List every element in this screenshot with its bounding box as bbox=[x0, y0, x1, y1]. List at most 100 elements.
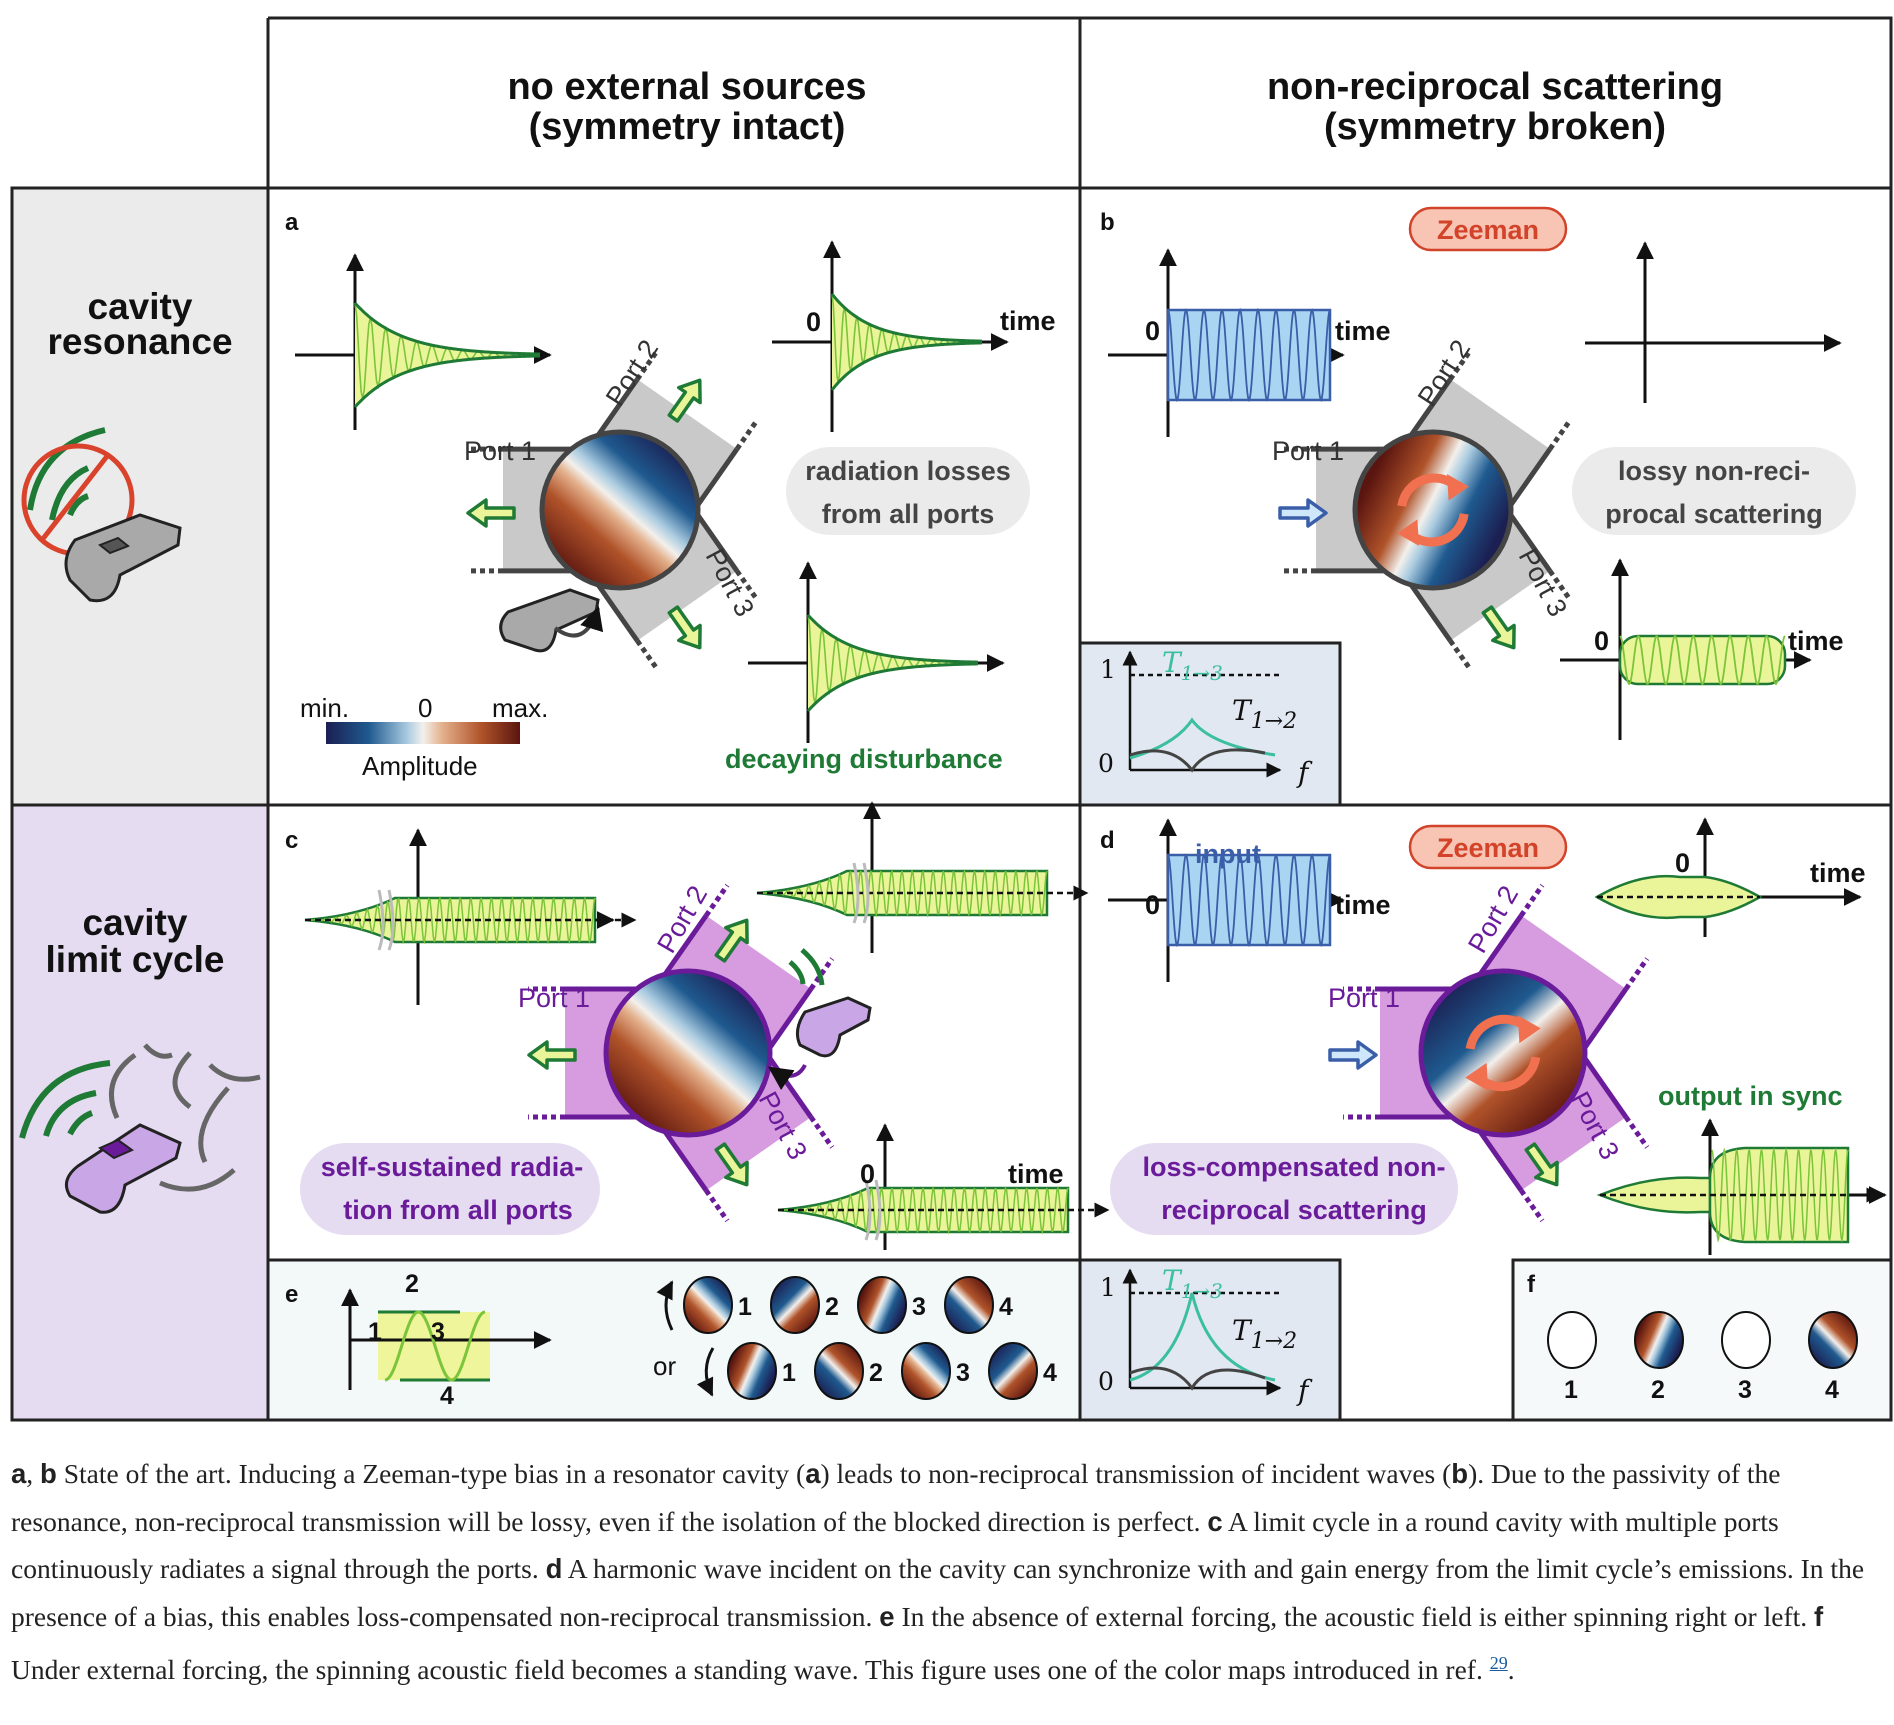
spin-cw-arrow-icon bbox=[696, 1347, 715, 1397]
waveguide-wall bbox=[661, 914, 709, 978]
diagram-drawing bbox=[295, 240, 1887, 1396]
panel-a-decay-top bbox=[830, 293, 983, 391]
standing-frame-3 bbox=[1721, 1311, 1771, 1369]
caption-sep: , bbox=[26, 1458, 41, 1489]
panel-d-input-zero: 0 bbox=[1145, 890, 1160, 920]
panel-a-bubble-line2: from all ports bbox=[822, 499, 995, 529]
panel-e-phase-plot bbox=[341, 1288, 552, 1390]
sound-wave-icon bbox=[800, 948, 825, 986]
caption-label-b: b bbox=[40, 1458, 57, 1489]
panel-e-phase-2: 2 bbox=[405, 1270, 419, 1298]
oscillation bbox=[778, 1186, 1069, 1235]
standing-frame-label: 3 bbox=[1738, 1376, 1752, 1404]
panel-b-output-zero: 0 bbox=[1594, 626, 1609, 656]
waveguide-open-end bbox=[808, 1115, 835, 1149]
colorbar-title: Amplitude bbox=[362, 751, 478, 781]
transmission-1-2-curve bbox=[1129, 748, 1266, 773]
rotation-arrowhead bbox=[1397, 519, 1419, 546]
waveguide-open-end bbox=[704, 883, 730, 917]
spin-frame-right-label: 1 bbox=[738, 1293, 752, 1321]
phase-wave bbox=[384, 1310, 486, 1382]
waveguide-wall bbox=[1476, 914, 1524, 978]
waveguide-wall bbox=[694, 512, 739, 573]
caption-ref-a: a bbox=[805, 1458, 821, 1489]
waveguide-open-end bbox=[734, 418, 760, 451]
waveguide-wall bbox=[1507, 447, 1552, 508]
arrow-shape bbox=[1328, 1040, 1378, 1070]
header-col1-line1: no external sources bbox=[507, 66, 866, 108]
panel-e-phase-1: 1 bbox=[368, 1318, 382, 1346]
waveguide-open-end bbox=[1519, 883, 1545, 917]
panel-d-zeeman-badge bbox=[1408, 824, 1568, 870]
panel-d-input-signal bbox=[1166, 852, 1332, 948]
axis-break-icon bbox=[852, 862, 870, 924]
sounding-whistle-icon bbox=[19, 1043, 261, 1214]
reference-link-29[interactable]: 29 bbox=[1489, 1653, 1508, 1673]
cavity-circle bbox=[603, 968, 773, 1138]
output-arrow-icon bbox=[1524, 1142, 1559, 1187]
spin-frame-right-2 bbox=[770, 1276, 820, 1334]
output-arrow-icon bbox=[714, 1142, 749, 1187]
standing-frame-label: 1 bbox=[1564, 1376, 1578, 1404]
oscillation bbox=[1167, 307, 1331, 403]
rotation-arrowhead bbox=[1465, 1062, 1489, 1091]
panel-label-c: c bbox=[285, 827, 298, 854]
arrow-shape bbox=[1278, 498, 1328, 528]
curved-arrow-icon bbox=[553, 605, 604, 638]
panel-label-e: e bbox=[285, 1281, 298, 1308]
oscillation bbox=[756, 869, 1048, 918]
waveguide-open-end bbox=[704, 1189, 730, 1223]
header-col1-line2: (symmetry intact) bbox=[529, 106, 846, 148]
panel-e-phase-4: 4 bbox=[440, 1382, 454, 1410]
transmission-1-3-curve bbox=[1129, 717, 1276, 760]
cavity-circle bbox=[539, 429, 701, 591]
panel-b-zeeman-label: Zeeman bbox=[1437, 215, 1539, 245]
row1-label-line2: resonance bbox=[47, 321, 232, 362]
spin-frame-right-label: 4 bbox=[999, 1293, 1013, 1321]
panel-label-b: b bbox=[1100, 209, 1115, 236]
oscillation bbox=[1167, 852, 1331, 948]
panel-a-caption: decaying disturbance bbox=[725, 744, 1003, 774]
panel-b-inset-y0: 0 bbox=[1098, 749, 1114, 778]
arrow-shape bbox=[667, 605, 702, 650]
panel-b-output-time: time bbox=[1788, 626, 1844, 656]
panel-d-output2-time: time bbox=[1810, 858, 1866, 888]
whistle-icon bbox=[499, 588, 600, 653]
spin-frame-right-4 bbox=[944, 1276, 994, 1334]
waveguide-open-end bbox=[1547, 569, 1573, 602]
spin-frame-right-label: 3 bbox=[912, 1293, 926, 1321]
panel-d-inset-y0: 0 bbox=[1098, 1367, 1114, 1396]
panel-d-inset-t13: T1→3 bbox=[1162, 1264, 1223, 1303]
panel-c-port1-label: Port 1 bbox=[518, 983, 590, 1013]
caption-text-f: Under external forcing, the spinning aco… bbox=[11, 1654, 1490, 1686]
output-arrow-icon bbox=[667, 605, 702, 650]
spin-frame-right-3 bbox=[857, 1276, 907, 1334]
waveguide-open-end bbox=[635, 349, 660, 381]
waveguide-wall bbox=[661, 1128, 709, 1192]
row2-label-line2: limit cycle bbox=[46, 939, 225, 980]
panel-label-d: d bbox=[1100, 827, 1115, 854]
panel-b-cavity bbox=[1280, 349, 1573, 671]
panel-d-inset-t12: T1→2 bbox=[1232, 1314, 1297, 1354]
panel-d-output-label: output in sync bbox=[1658, 1081, 1843, 1111]
waveguide-open-end bbox=[1448, 349, 1473, 381]
panel-c-axis-time: time bbox=[1008, 1159, 1064, 1189]
panel-b-inset-t12: T1→2 bbox=[1232, 694, 1297, 734]
axis-break-icon bbox=[377, 889, 395, 951]
envelope-bottom bbox=[830, 341, 983, 391]
output-arrow-icon bbox=[466, 498, 516, 528]
panel-e-or: or bbox=[653, 1351, 676, 1381]
figure-caption: a, b State of the art. Inducing a Zeeman… bbox=[11, 1450, 1881, 1694]
panel-d-port1-label: Port 1 bbox=[1328, 983, 1400, 1013]
header-col2-line1: non-reciprocal scattering bbox=[1267, 66, 1723, 108]
waveguide-open-end bbox=[1519, 1189, 1545, 1223]
arrow-shape bbox=[1481, 605, 1516, 650]
panel-d-zeeman-label: Zeeman bbox=[1437, 833, 1539, 863]
panel-c-cavity bbox=[528, 883, 835, 1223]
panel-c-signal-port2 bbox=[756, 862, 1089, 924]
panel-c-bubble-line2: tion from all ports bbox=[343, 1195, 573, 1225]
caption-end: . bbox=[1507, 1654, 1515, 1686]
panel-label-a: a bbox=[285, 209, 299, 236]
spin-frame-left-label: 1 bbox=[782, 1359, 796, 1387]
